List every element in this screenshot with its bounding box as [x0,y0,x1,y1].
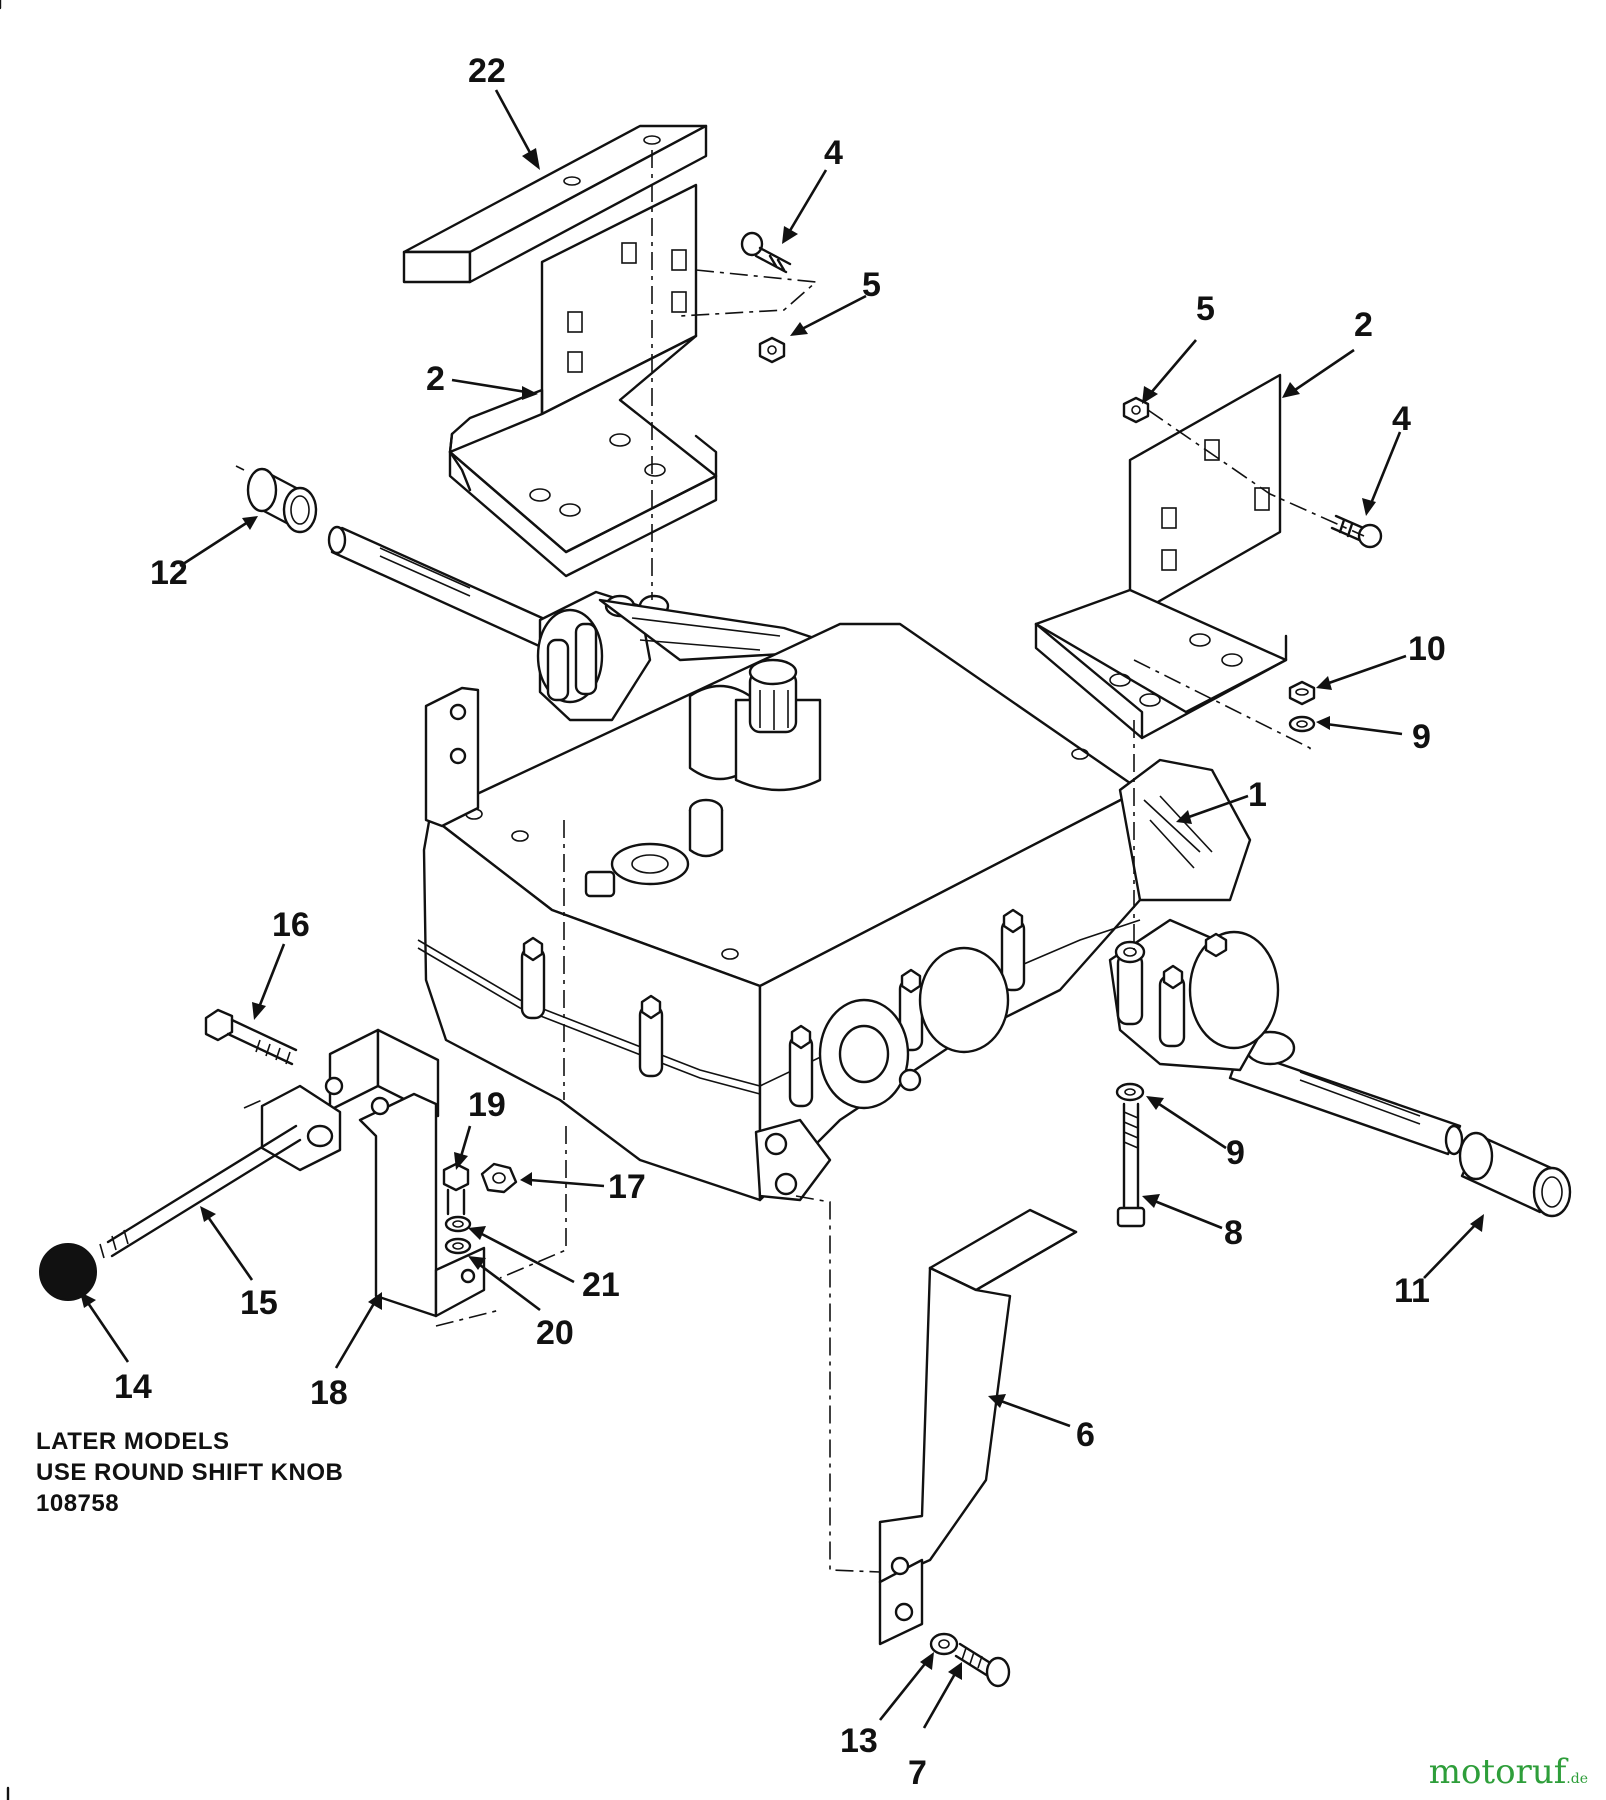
callout-16: 16 [272,906,310,944]
callout-7: 7 [908,1754,927,1792]
callout-22: 22 [468,52,506,90]
washer-9-bottom [1115,1082,1145,1102]
note-line-2: USE ROUND SHIFT KNOB [36,1459,344,1486]
callout-10: 10 [1408,630,1446,668]
callout-13: 13 [840,1722,878,1760]
later-models-note: LATER MODELS USE ROUND SHIFT KNOB 108758 [36,1426,343,1519]
callout-17: 17 [608,1168,646,1206]
nut-10 [1288,680,1316,706]
watermark-suffix: .de [1566,1771,1588,1787]
callout-5-left: 5 [862,266,881,304]
nut-17 [480,1162,518,1194]
bolt-7 [954,1642,1011,1688]
callout-2-right: 2 [1354,306,1373,344]
callout-20: 20 [536,1314,574,1352]
callout-4-left: 4 [824,134,843,172]
part-1-transaxle-housing [417,590,1280,1202]
part-22-top-plate [402,124,708,284]
right-axle [1228,1030,1464,1156]
part-2-left-bracket [448,183,718,578]
callout-21: 21 [582,1266,620,1304]
callout-2-left: 2 [426,360,445,398]
callout-18: 18 [310,1374,348,1412]
callout-9-top: 9 [1412,718,1431,756]
note-line-3: 108758 [36,1490,120,1517]
watermark-main: motoruf [1428,1752,1567,1792]
motoruf-watermark: motoruf.de [1429,1752,1588,1792]
shift-knob-14 [39,1243,97,1301]
bolt-19 [442,1162,470,1216]
leader-lines [80,89,1484,1729]
shift-lever-15 [99,1084,342,1259]
part-18-shift-bracket [324,1028,501,1327]
nut-5-left [758,336,786,364]
registration-marks [0,0,10,1800]
washer-20 [444,1237,472,1255]
callout-19: 19 [468,1086,506,1124]
callout-9-bottom: 9 [1226,1134,1245,1172]
washer-21 [444,1215,472,1233]
callout-11: 11 [1394,1272,1430,1310]
callout-labels: 22 4 5 2 5 2 4 12 10 9 1 16 19 17 9 8 21… [114,52,1446,1792]
callout-8: 8 [1224,1214,1243,1252]
washer-9-top [1288,715,1316,733]
callout-4-right: 4 [1392,400,1411,438]
callout-6: 6 [1076,1416,1095,1454]
alignment-lines [243,150,1365,1573]
bushing-12 [235,465,318,534]
callout-5-right: 5 [1196,290,1215,328]
bolt-4-right [1330,514,1383,549]
callout-15: 15 [240,1284,278,1322]
part-6-support-bracket [878,1208,1078,1646]
bolt-8 [1116,1102,1146,1228]
callout-1: 1 [1248,776,1267,814]
bolt-16 [204,1008,298,1066]
bolt-4-left [740,231,792,274]
note-line-1: LATER MODELS [36,1428,230,1455]
washer-13 [929,1632,959,1656]
callout-14: 14 [114,1368,152,1406]
left-axle [327,525,562,652]
callout-12: 12 [150,554,188,592]
bushing-11 [1458,1131,1572,1218]
part-2-right-bracket [1034,373,1288,740]
